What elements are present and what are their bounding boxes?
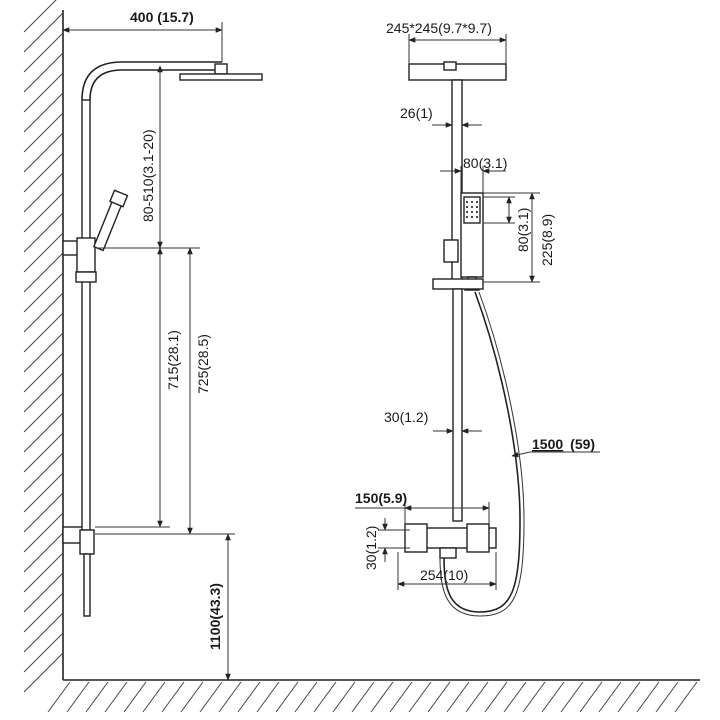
dim-pipe-26: 26(1) [400,105,433,121]
dim-arm-height: 80-510(3.1-20) [140,129,156,222]
side-view [62,61,263,617]
overhead-arm [81,61,222,101]
mixer-outlet [439,547,457,559]
dim-hose-length: 1500 (59) [532,436,595,453]
dim-head-size: 245*245(9.7*9.7) [386,20,492,36]
shower-hose [443,291,521,613]
dimension-lines [62,22,600,681]
dim-hose-length-in: (59) [570,436,595,452]
front-view [404,61,525,617]
shower-head-connector [214,63,228,75]
handset-face [463,196,481,224]
slider-front [443,239,459,263]
hand-shower-side [92,189,129,252]
dim-width-total: 400 (15.7) [130,9,194,25]
dim-handset-80h: 80(3.1) [515,208,531,252]
wall [23,0,64,693]
dim-mixer-254: 254(10) [420,567,468,583]
dim-mixer-150: 150(5.9) [355,490,407,506]
riser-pipe [81,99,91,531]
dim-pipe-30: 30(1.2) [384,409,428,425]
dim-handset-225: 225(8.9) [539,214,555,266]
dim-hose-length-mm: 1500 [532,436,563,452]
support-bar [432,278,484,290]
dim-mixer-30: 30(1.2) [363,526,379,570]
floor [47,679,700,713]
shower-head-front [408,63,507,81]
dim-floor-height: 1100(43.3) [207,583,223,650]
dim-rail-725: 725(28.5) [195,334,211,394]
mixer-left-knob [404,523,428,553]
shower-head-side [179,73,263,81]
lower-rail [452,288,463,522]
dim-rail-715: 715(28.1) [165,330,181,390]
outlet-pipe [83,553,91,617]
slider-bracket [76,237,96,273]
mixer-body-side [79,529,95,555]
mixer-right-knob [466,523,490,553]
dim-handset-80w: 80(3.1) [463,155,507,171]
